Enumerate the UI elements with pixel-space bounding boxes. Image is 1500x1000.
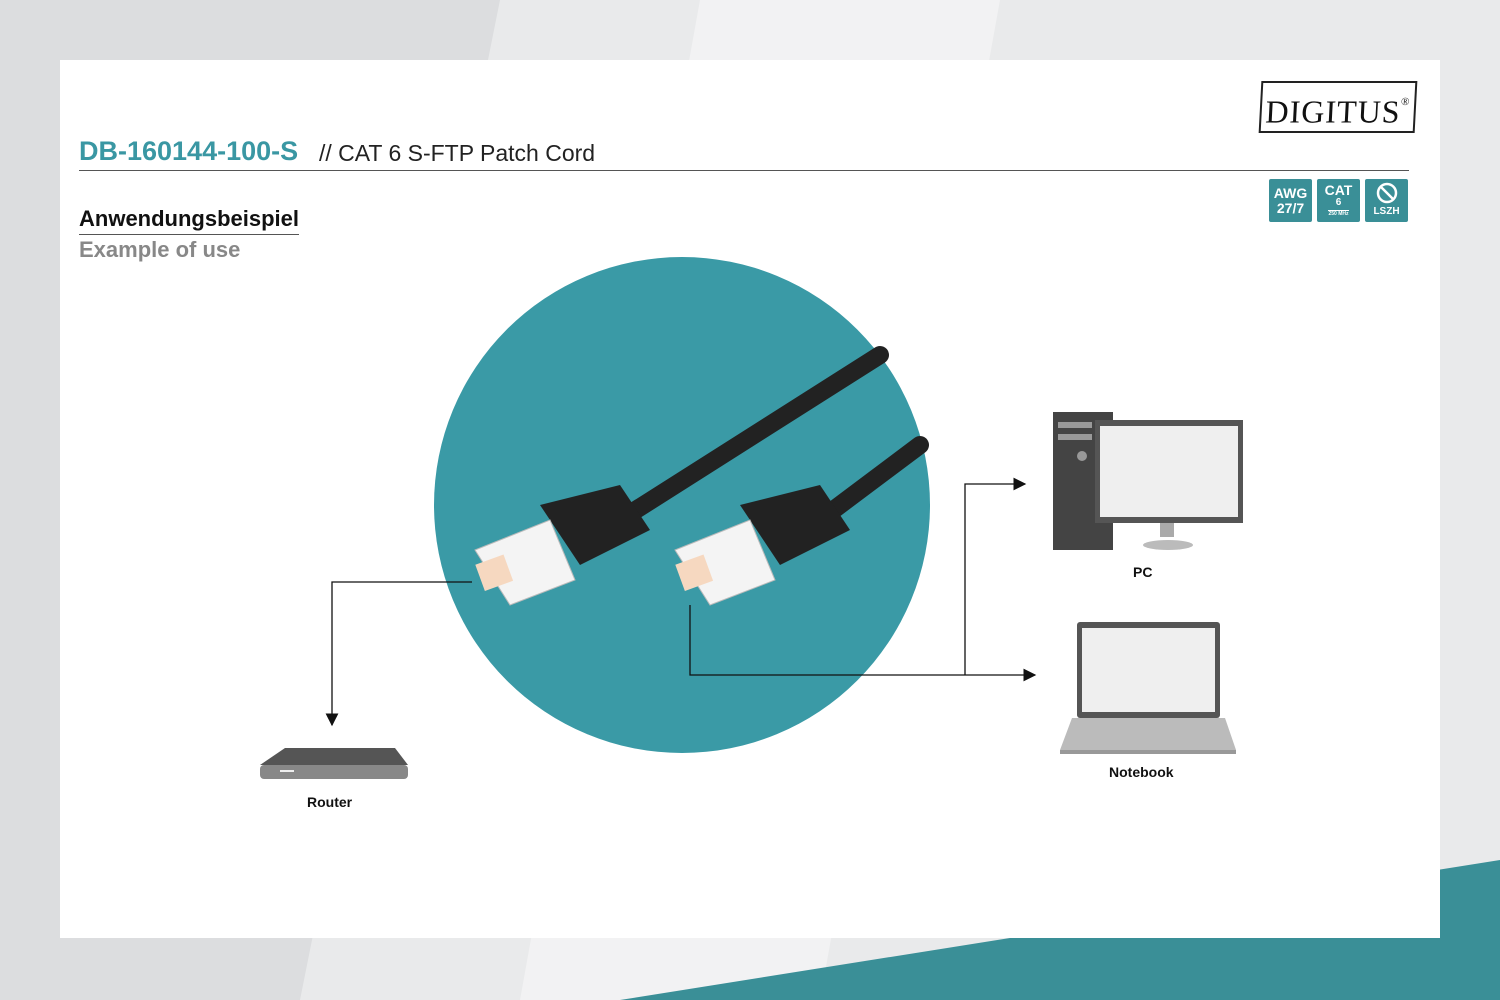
patch-cable-right	[674, 436, 929, 606]
arrow-to-notebook	[689, 605, 1037, 682]
section-title-en: Example of use	[79, 237, 241, 262]
teal-circle	[434, 257, 930, 753]
router-icon	[260, 748, 408, 779]
badge-top: CAT	[1324, 182, 1353, 198]
pc-icon	[1053, 412, 1243, 550]
badge-top: AWG	[1273, 184, 1308, 201]
arrow-to-router	[325, 581, 472, 727]
product-subtitle: // CAT 6 S-FTP Patch Cord	[319, 140, 596, 166]
badge-middle: 6	[1335, 197, 1342, 208]
product-sku: DB-160144-100-S	[79, 136, 299, 166]
content-card: DB-160144-100-S // CAT 6 S-FTP Patch Cor…	[60, 60, 1440, 938]
arrow-to-pc	[964, 477, 1027, 675]
usage-diagram	[260, 257, 1243, 779]
pc-label: PC	[1133, 564, 1153, 580]
lszh-badge: LSZH	[1365, 179, 1408, 222]
notebook-label: Notebook	[1109, 764, 1174, 780]
router-label: Router	[307, 794, 353, 810]
badge-bottom: LSZH	[1373, 206, 1400, 217]
badge-bottom: 250 MHz	[1328, 210, 1349, 217]
badge-bottom: 27/7	[1276, 199, 1305, 216]
header-divider	[79, 170, 1409, 171]
no-halogen-icon	[1376, 182, 1397, 204]
notebook-icon	[1060, 622, 1236, 754]
section-title-de: Anwendungsbeispiel	[79, 206, 300, 235]
patch-cable-left	[474, 346, 889, 606]
